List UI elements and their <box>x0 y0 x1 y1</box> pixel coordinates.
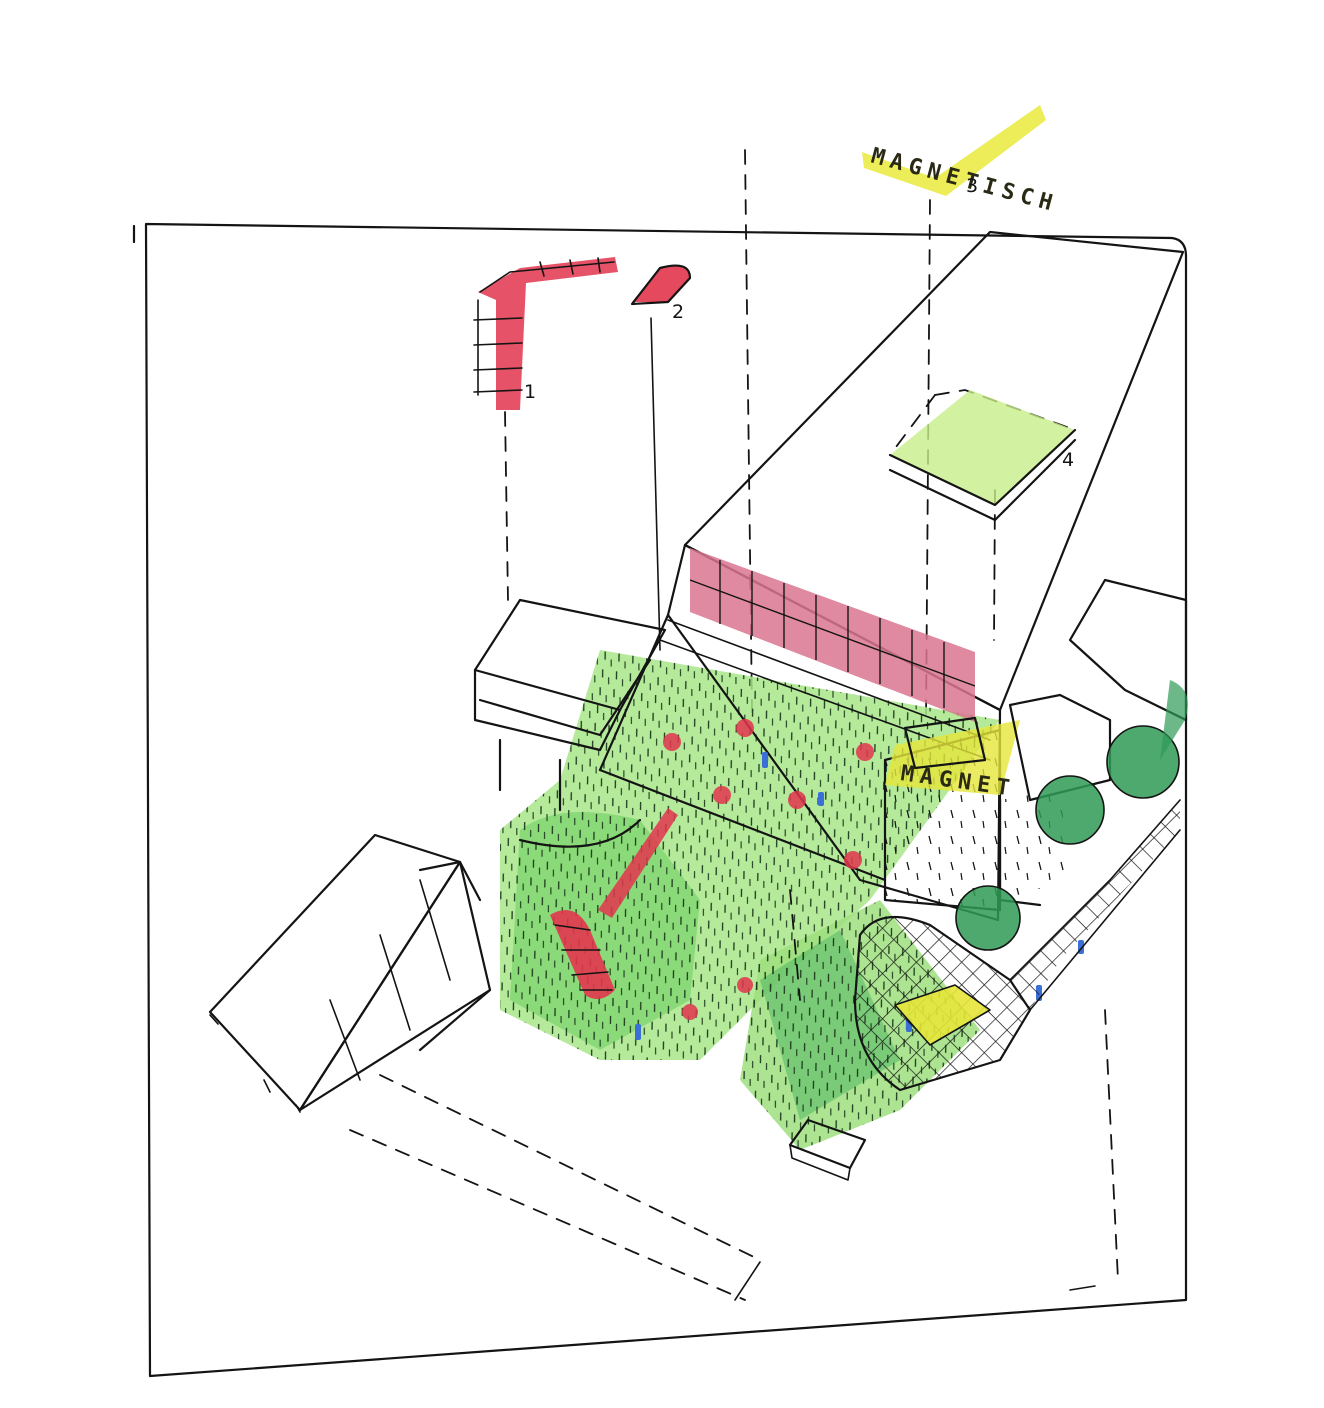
rooftop-garden: 4 <box>890 390 1075 520</box>
element-3-magnetisch: MAGNETISCH 3 <box>862 105 1061 218</box>
projection-line-1 <box>505 412 508 600</box>
element-1-red-frame: 1 <box>474 257 618 410</box>
long-wall <box>210 835 490 1110</box>
callout-4-label: 4 <box>1062 449 1074 471</box>
callout-3-label: 3 <box>966 175 978 197</box>
callout-1-label: 1 <box>524 381 536 403</box>
magnetisch-top-text: MAGNETISCH <box>868 144 1060 218</box>
projection-line-2 <box>651 318 660 650</box>
element-2-red-dome: 2 <box>632 266 690 323</box>
callout-2-label: 2 <box>672 301 684 323</box>
projection-line-4 <box>994 490 995 640</box>
